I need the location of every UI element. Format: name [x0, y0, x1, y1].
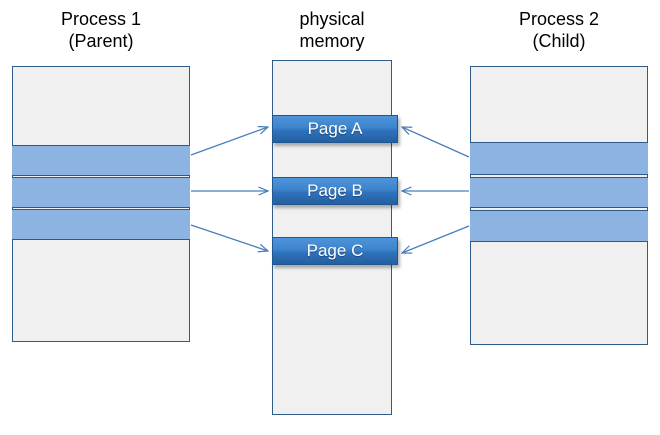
arrow-child-to-page-a [402, 127, 470, 158]
page-a-label: Page A [307, 119, 363, 138]
right-process-title: Process 2 (Child) [518, 9, 600, 51]
arrow-parent-to-page-c [190, 224, 268, 251]
page-a-box: Page A [272, 115, 398, 143]
physical-memory-title: physical memory [299, 9, 365, 51]
page-b-box: Page B [272, 177, 398, 205]
parent-shared-band-2 [12, 177, 190, 208]
parent-shared-band-1 [12, 145, 190, 176]
child-shared-band-1 [470, 142, 648, 175]
page-c-box: Page C [272, 237, 398, 265]
left-process-title: Process 1 (Parent) [60, 9, 142, 51]
arrow-child-to-page-c [402, 225, 470, 253]
parent-shared-band-3 [12, 209, 190, 240]
page-b-label: Page B [307, 181, 363, 200]
page-c-label: Page C [306, 241, 364, 260]
child-shared-band-2 [470, 177, 648, 208]
child-shared-band-3 [470, 210, 648, 242]
arrow-parent-to-page-a [190, 127, 268, 156]
